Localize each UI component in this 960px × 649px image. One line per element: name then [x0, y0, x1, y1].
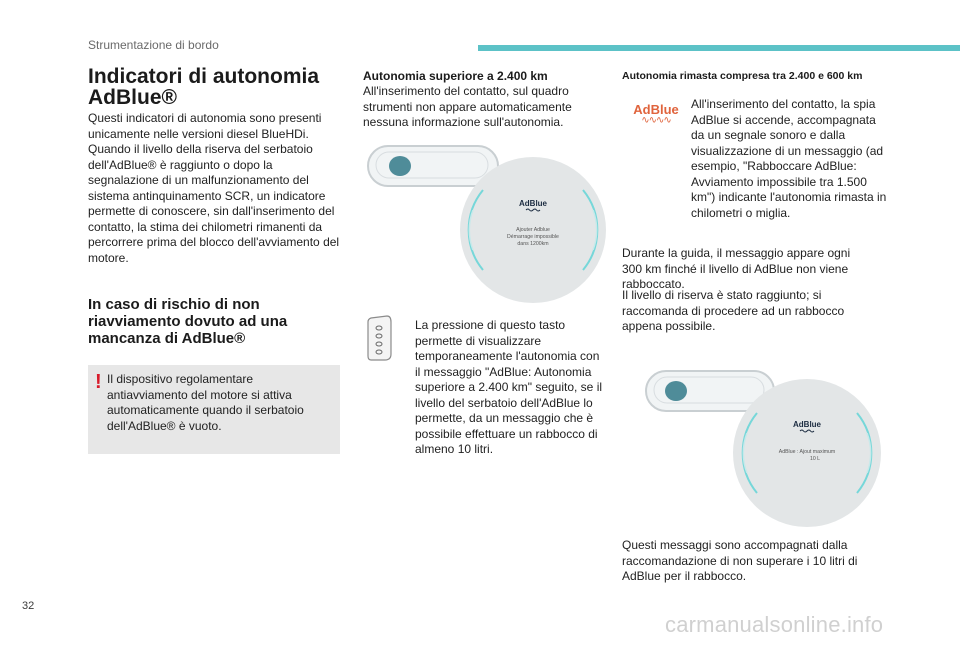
- instrument-stalk-button-icon: [367, 315, 392, 361]
- display-adblue-logo: AdBlue: [793, 420, 822, 429]
- display-line1: Ajouter Adblue: [516, 227, 550, 233]
- reserve-level-text: Il livello di riserva è stato raggiunto;…: [622, 288, 845, 333]
- page-title: Indicatori di autonomia AdBlue®: [88, 65, 320, 109]
- refill-recommendation-text: Questi messaggi sono accompagnati dalla …: [622, 538, 858, 583]
- adblue-lamp-waves: ∿∿∿∿: [641, 115, 672, 126]
- display-line1: AdBlue : Ajout maximum: [779, 449, 836, 455]
- header-accent-bar: [478, 45, 960, 51]
- adblue-lamp-label: AdBlue: [633, 102, 679, 117]
- risk-section-title: In caso di rischio di non riavviamento d…: [88, 296, 288, 347]
- section-title: Strumentazione di bordo: [88, 38, 219, 52]
- warning-text: Il dispositivo regolamentare antiavviame…: [107, 372, 304, 433]
- display-line2: Démarrage impossible: [507, 234, 559, 240]
- warning-icon: !: [95, 371, 102, 393]
- intro-paragraph: Questi indicatori di autonomia sono pres…: [88, 111, 340, 265]
- cluster-screen: [733, 379, 881, 527]
- display-line2: 10 L: [810, 456, 820, 462]
- display-adblue-logo: AdBlue: [519, 199, 548, 208]
- cluster-dial: [665, 381, 687, 401]
- cluster-illustration-1: AdBlue Ajouter Adblue Démarrage impossib…: [367, 145, 606, 303]
- cluster-dial: [389, 156, 411, 176]
- warning-box: [88, 365, 340, 454]
- range-above-2400-text: All'inserimento del contatto, sul quadro…: [363, 84, 572, 129]
- display-line3: dans 1200km: [517, 241, 548, 247]
- cluster-screen: [460, 157, 606, 303]
- cluster-illustration-2: AdBlue AdBlue : Ajout maximum 10 L: [645, 370, 881, 527]
- range-above-2400-heading: Autonomia superiore a 2.400 km: [363, 69, 548, 83]
- page-number: 32: [22, 600, 35, 612]
- adblue-warning-lamp-icon: AdBlue ∿∿∿∿: [626, 102, 686, 126]
- range-2400-600-heading: Autonomia rimasta compresa tra 2.400 e 6…: [622, 70, 863, 82]
- stalk-button-text: La pressione di questo tasto permette di…: [415, 318, 603, 456]
- adblue-lamp-text: All'inserimento del contatto, la spia Ad…: [691, 97, 887, 220]
- watermark: carmanualsonline.info: [665, 612, 884, 637]
- driving-message-text: Durante la guida, il messaggio appare og…: [622, 246, 851, 291]
